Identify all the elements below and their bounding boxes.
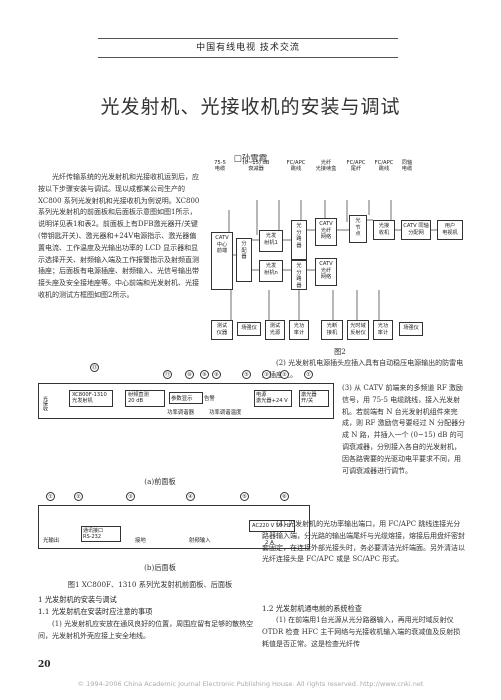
box-optical-power-meter-2: 光功 率计 <box>373 320 393 340</box>
box-transmitter-1: 光发 射机1 <box>259 230 283 252</box>
section-1-1-heading: 1.1 光发射机在安装时应注意的事项 <box>38 607 153 616</box>
figure-1-caption: 图1 XC800F、1310 系列光发射机前面板、后面板 <box>67 580 233 589</box>
label-fcapc-jumper-2: FC/APC 跳线 <box>374 160 394 173</box>
marker-2: ② <box>280 370 289 379</box>
figure-2-lines <box>223 200 437 320</box>
right-paragraph-4: (4) 光发射机的光功率输出端口，用 FC/APC 跳线连接光分路器输入端，分光… <box>262 519 467 566</box>
fuse-label: 2 A <box>265 540 274 546</box>
power-indicator-box: 电源 激光器+24 V <box>254 390 292 407</box>
box-transmitter-n: 光发 射机n <box>259 260 283 282</box>
article-author: □孙雪霞 <box>233 154 268 164</box>
marker-1: ① <box>304 370 313 379</box>
section-1-2-paragraph: (1) 在前端用1台光源从光分路器输入，再用光时域反射仪 OTDR 检查 HFC… <box>262 615 467 650</box>
box-test-instrument: 测试 仪器 <box>211 320 233 340</box>
marker-13: ⑬ <box>90 363 99 372</box>
optical-output-label: 光输出 <box>43 538 60 544</box>
param-display: 参数显示 <box>169 392 203 404</box>
article-title: 光发射机、光接收机的安装与调试 <box>100 96 401 118</box>
ground-label: 接地 <box>135 538 146 544</box>
laser-key-switch[interactable]: 激光器 开/关 <box>299 390 329 407</box>
right-paragraph-2: (2) 光发射机电源插头应插入具有自动稳压电源输出的防雷电源插座上。 <box>262 358 467 382</box>
rear-marker-4: ④ <box>186 492 195 501</box>
box-field-meter-2: 场强仪 <box>399 322 423 336</box>
paragraph-3-text: (3) 从 CATV 前端来的多频道 RF 激励信号，用 75-5 电缆跳线，接… <box>342 384 466 475</box>
label-fcapc-pigtail: FC/APC 尾纤 <box>346 160 366 173</box>
off-label: 关 <box>307 398 314 405</box>
box-catv-coax-distribution: CATV 同轴 分配网 <box>401 220 431 240</box>
rear-marker-1: ① <box>46 492 55 501</box>
rear-marker-2: ② <box>74 492 83 501</box>
section-1-1-paragraph: (1) 光发射机应安放在通风良好的位置，周围应留有足够的散热空间，光发射机外壳应… <box>38 619 260 643</box>
rf-input-label: 射频输入 <box>189 538 211 544</box>
marker-9: ⑨ <box>200 370 209 379</box>
section-1-2-text: (1) 在前端用1台光源从光分路器输入，再用光时域反射仪 OTDR 检查 HFC… <box>262 616 461 648</box>
plus24-label: 激光器+24 V <box>256 398 288 405</box>
front-panel-side-label: 光接收 <box>42 396 48 411</box>
marker-5: ⑤ <box>242 370 251 379</box>
rs232-sub: RS-232 <box>83 534 101 540</box>
box-optical-splitter-1: 光 分 路 器 <box>291 220 307 260</box>
rear-marker-3: ③ <box>126 492 135 501</box>
box-catv-fiber-network-1: CATV 光纤 网络 <box>315 218 337 246</box>
rear-marker-5: ⑤ <box>240 492 249 501</box>
box-optical-splitter-2: 光 分 路 器 <box>291 260 307 290</box>
rs232-port[interactable]: 通讯接口 RS-232 <box>81 526 121 542</box>
box-splitter: 分 配 器 <box>236 238 252 282</box>
label-75-5-cable: 75-5 电缆 <box>214 160 226 173</box>
figure-2-diagram: 75-5 电缆 (0~15) dB 衰减器 FC/APC 跳线 光纤 光接续盒 … <box>203 160 465 346</box>
box-optical-receiver: 光接 收机 <box>373 220 395 240</box>
box-user-tv: 用户 电视机 <box>437 220 463 240</box>
rear-panel-caption: (b)后面板 <box>144 563 176 572</box>
laser-key-label: 激光器 <box>301 392 317 398</box>
label-attenuator: (0~15) dB 衰减器 <box>242 160 270 173</box>
marker-11: ⑪ <box>163 370 172 379</box>
box-otdr: 光时域 反射仪 <box>347 320 369 340</box>
paragraph-2-text: (2) 光发射机电源插头应插入具有自动稳压电源输出的防雷电源插座上。 <box>262 359 464 379</box>
right-paragraph-3: (3) 从 CATV 前端来的多频道 RF 激励信号，用 75-5 电缆跳线，接… <box>262 383 467 477</box>
section-1-heading: 1 光发射机的安装与调试 <box>38 595 117 604</box>
section-1-2-heading: 1.2 光发射机通电前的系统检查 <box>262 604 362 613</box>
box-optical-power-meter-1: 光功 率计 <box>289 320 309 340</box>
marker-3: ③ <box>262 370 271 379</box>
label-coax-cable: 同轴 电缆 <box>401 160 413 173</box>
model-sub-label: 光发射机 <box>72 398 93 405</box>
on-label: 开 <box>301 398 307 405</box>
journal-header: 中国有线电视 技术交流 <box>98 38 398 58</box>
label-fcapc-jumper-1: FC/APC 跳线 <box>286 160 306 173</box>
box-fiber-fusion-splicer: 光断 接机 <box>321 320 343 340</box>
page-number: 20 <box>38 660 51 670</box>
box-catv-headend: CATV 中心 前端 <box>211 232 233 290</box>
label-fiber-splice-box: 光纤 光接续盒 <box>315 160 337 173</box>
box-optical-node: 光 节 点 <box>349 215 367 243</box>
paragraph-4-text: (4) 光发射机的光功率输出端口，用 FC/APC 跳线连接光分路器输入端，分光… <box>262 520 465 564</box>
rear-panel: 光输出 通讯接口 RS-232 接地 射频输入 AC220 V 50 Hz 2 … <box>38 505 310 549</box>
func-label-1: 功率调谐器 <box>167 410 194 416</box>
rf-test-label: 射频直测 <box>128 392 149 398</box>
model-number: XC800F-1310 <box>72 392 107 398</box>
power-label: 电源 <box>256 392 267 398</box>
intro-text: 光纤传输系统的光发射机和光接收机运到后，应按以下步骤安装与调试。现以成都某公司生… <box>38 173 200 299</box>
rf-test-db: 20 dB <box>128 398 144 405</box>
front-panel-caption: (a)前面板 <box>144 477 176 486</box>
intro-paragraph: 光纤传输系统的光发射机和光接收机运到后，应按以下步骤安装与调试。现以成都某公司生… <box>38 172 200 302</box>
box-catv-fiber-network-2: CATV 光纤 网络 <box>315 258 337 286</box>
rear-marker-6: ⑥ <box>280 492 289 501</box>
figure-2-caption: 图2 <box>334 347 346 356</box>
box-field-meter-1: 场强仪 <box>237 322 261 336</box>
page-footer: © 1994-2006 China Academic Journal Elect… <box>77 680 424 688</box>
ac-power-socket[interactable]: AC220 V 50 Hz <box>249 520 295 532</box>
front-panel-rf-test[interactable]: 射频直测 20 dB <box>125 390 165 407</box>
front-panel: 光接收 XC800F-1310 光发射机 射频直测 20 dB 参数显示 功率调… <box>38 383 334 419</box>
alarm-label: 告警 <box>204 396 215 402</box>
marker-10: ⑩ <box>185 370 194 379</box>
func-label-2: 功率调谐温度 <box>209 410 242 416</box>
marker-8: ⑧ <box>212 370 221 379</box>
box-test-light-source: 测试 光源 <box>265 320 285 340</box>
section-1-1-text: (1) 光发射机应安放在通风良好的位置，周围应留有足够的散热空间，光发射机外壳应… <box>38 620 254 640</box>
rs232-label: 通讯接口 <box>83 528 104 534</box>
front-panel-model: XC800F-1310 光发射机 <box>69 390 113 407</box>
